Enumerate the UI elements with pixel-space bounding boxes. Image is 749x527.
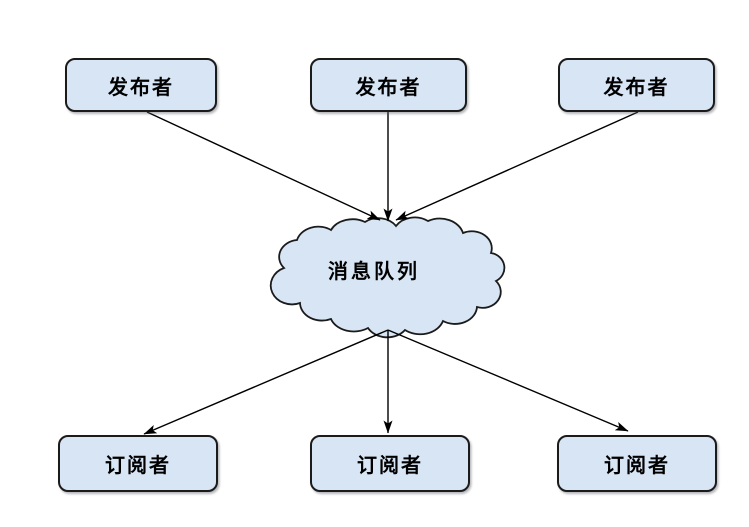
arrow-publisher1-to-queue xyxy=(146,111,381,221)
subscriber-label-3: 订阅者 xyxy=(604,453,670,477)
subscriber-node-2: 订阅者 xyxy=(310,435,470,492)
arrow-queue-to-subscriber3 xyxy=(387,329,629,432)
message-queue-label: 消息队列 xyxy=(328,259,420,283)
arrow-queue-to-subscriber1 xyxy=(143,329,389,435)
subscriber-node-3: 订阅者 xyxy=(557,435,717,492)
publisher-node-3: 发布者 xyxy=(558,58,715,112)
subscriber-label-1: 订阅者 xyxy=(105,453,171,477)
publisher-label-1: 发布者 xyxy=(108,74,174,99)
message-queue-cloud xyxy=(269,216,506,339)
publisher-label-2: 发布者 xyxy=(355,74,422,99)
publisher-node-2: 发布者 xyxy=(310,58,467,112)
publisher-node-1: 发布者 xyxy=(65,58,217,112)
subscriber-node-1: 订阅者 xyxy=(58,435,218,492)
subscriber-label-2: 订阅者 xyxy=(357,453,423,477)
publisher-label-3: 发布者 xyxy=(603,74,670,99)
arrow-publisher3-to-queue xyxy=(395,111,639,221)
